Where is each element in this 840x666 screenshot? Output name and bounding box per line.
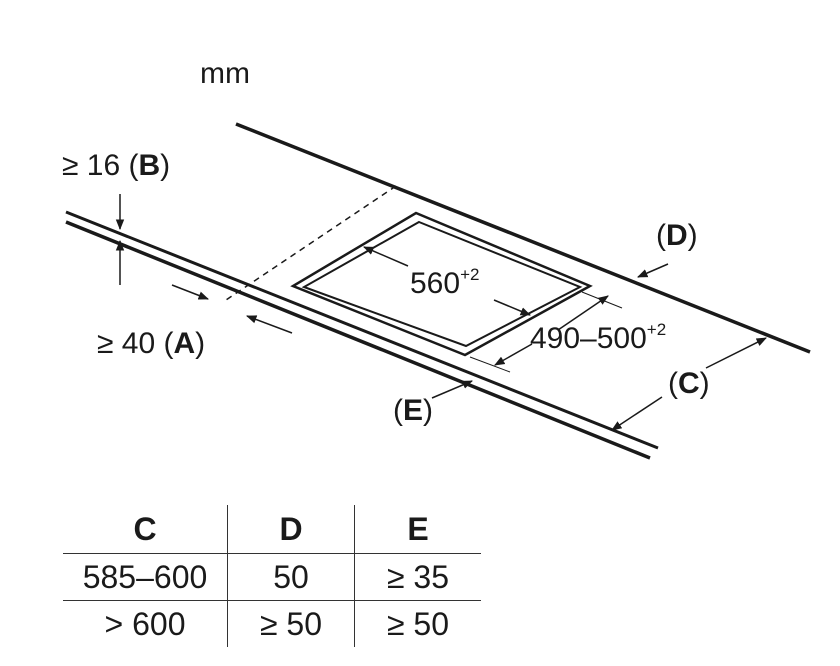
dim-490-arrow-top bbox=[557, 295, 609, 331]
cell-e: ≥ 35 bbox=[354, 553, 481, 601]
dim-b-label: ≥ 16 (B) bbox=[62, 149, 170, 182]
dim-d-label: (D) bbox=[656, 219, 698, 252]
table-row: 585–600 50 ≥ 35 bbox=[63, 553, 481, 601]
unit-label: mm bbox=[200, 57, 250, 90]
cutout-inner bbox=[301, 220, 583, 348]
dim-a-arrow-right bbox=[246, 315, 293, 334]
dim-c-label: (C) bbox=[668, 367, 710, 400]
header-e: E bbox=[354, 505, 481, 554]
dim-d-arrow bbox=[637, 263, 669, 278]
dim-560-label: 560+2 bbox=[410, 265, 479, 300]
dim-560-arrow-right bbox=[493, 299, 531, 316]
dim-490-ext-bottom bbox=[469, 356, 511, 373]
worktop-back-edge bbox=[235, 122, 811, 354]
cell-c: 585–600 bbox=[63, 553, 228, 601]
dim-490-arrow-bottom bbox=[494, 343, 533, 366]
cell-d: ≥ 50 bbox=[227, 600, 355, 647]
table-row: > 600 ≥ 50 ≥ 50 bbox=[63, 600, 481, 647]
dim-490-label: 490–500+2 bbox=[530, 320, 666, 355]
dim-a-arrow-left bbox=[171, 284, 209, 300]
table-header-row: C D E bbox=[63, 505, 481, 554]
wall-dashed-line bbox=[225, 185, 397, 301]
cutout-outer bbox=[290, 211, 593, 357]
dim-560-arrow-left bbox=[363, 246, 409, 267]
cell-c: > 600 bbox=[63, 600, 228, 647]
worktop-front-edge-top bbox=[65, 210, 659, 450]
dim-e-label: (E) bbox=[393, 394, 433, 427]
cell-d: 50 bbox=[227, 553, 355, 601]
header-c: C bbox=[133, 510, 157, 547]
worktop-front-edge-bottom bbox=[65, 220, 651, 460]
dim-c-arrow-bottom bbox=[611, 396, 663, 431]
header-d: D bbox=[227, 505, 355, 554]
dimension-table: C D E 585–600 50 ≥ 35 > 600 ≥ 50 ≥ 50 bbox=[63, 505, 481, 647]
cell-e: ≥ 50 bbox=[354, 600, 481, 647]
dim-e-arrow bbox=[431, 380, 473, 399]
dim-c-arrow-top bbox=[705, 337, 767, 369]
dim-a-label: ≥ 40 (A) bbox=[97, 327, 205, 360]
